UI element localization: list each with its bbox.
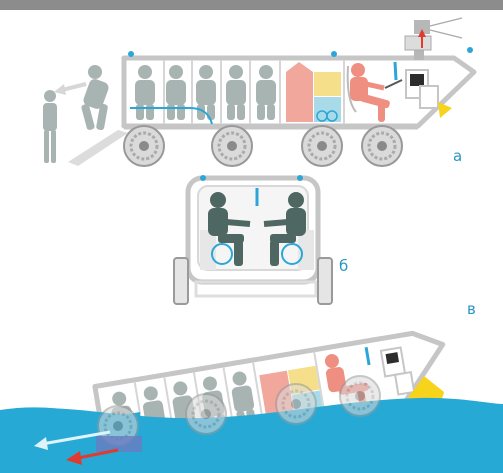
panel-v-label: в bbox=[467, 302, 476, 317]
side-wheel-right bbox=[318, 258, 332, 304]
panel-a-side-view bbox=[43, 18, 474, 166]
panel-a-label: а bbox=[453, 149, 462, 164]
panel-b-cross-section bbox=[174, 175, 332, 304]
side-wheel-left bbox=[174, 258, 188, 304]
passenger-boarding bbox=[81, 65, 110, 131]
panel-b-label: б bbox=[339, 259, 348, 274]
cargo-yellow bbox=[314, 72, 341, 96]
wheels-a bbox=[124, 126, 402, 166]
cargo-pink bbox=[286, 72, 313, 122]
boarding-arrow bbox=[54, 84, 86, 95]
passenger-standing bbox=[43, 90, 57, 163]
propulsion-unit bbox=[96, 436, 142, 452]
panel-v-water-view bbox=[0, 329, 503, 473]
